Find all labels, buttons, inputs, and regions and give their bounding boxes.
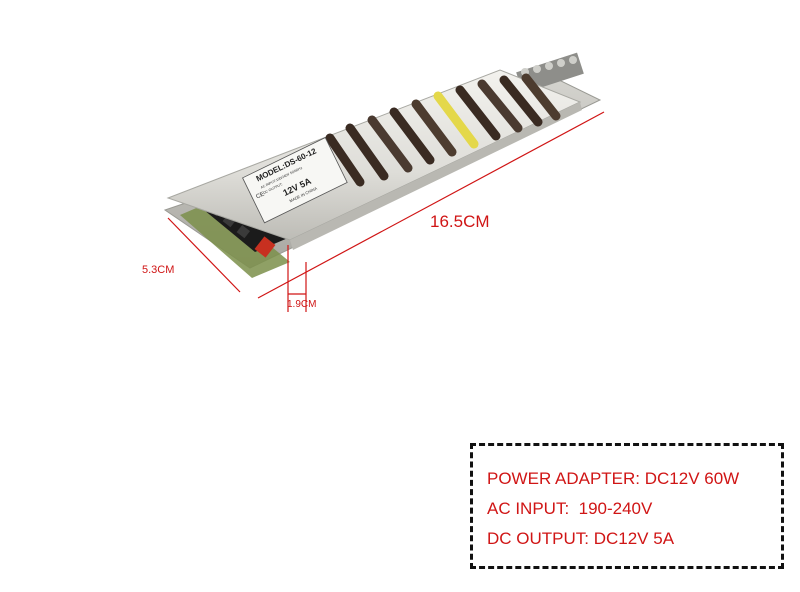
spec-ac-input: AC INPUT: 190-240V — [487, 499, 653, 518]
spec-dc-output: DC OUTPUT: DC12V 5A — [487, 529, 675, 548]
width-dimension-label: 5.3CM — [142, 264, 175, 276]
length-dimension-line — [257, 111, 605, 299]
spec-power: POWER ADAPTER: DC12V 60W — [487, 469, 740, 488]
height-dimension-label: 1.9CM — [287, 299, 317, 310]
vent-slots — [325, 73, 561, 187]
circuit-board — [180, 200, 290, 278]
ce-mark-icon: CE — [255, 191, 265, 200]
spec-box: POWER ADAPTER: DC12V 60W AC INPUT: 190-2… — [470, 443, 784, 569]
product-label: MODEL:DS-60-12 AC INPUT:100/240V 50/60Hz… — [242, 137, 348, 224]
casing-edge — [290, 102, 582, 250]
width-dimension-line — [167, 217, 241, 293]
dimension-lines — [167, 111, 605, 312]
length-dimension-label: 16.5CM — [430, 212, 490, 231]
